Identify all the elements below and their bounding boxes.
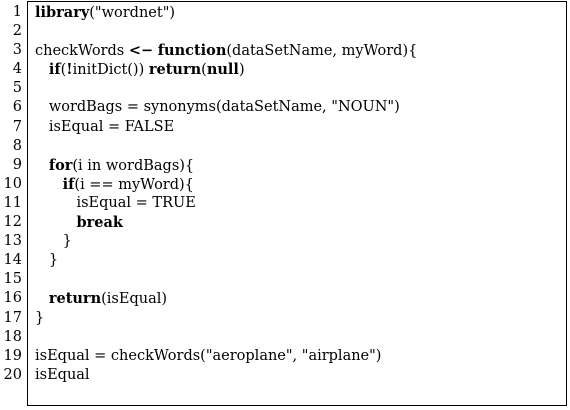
code-token: [35, 291, 49, 307]
code-line: [35, 328, 563, 347]
code-token: isEqual: [35, 366, 90, 383]
line-number: 14: [3, 252, 22, 269]
keyword-token: !: [66, 61, 73, 79]
code-token: [35, 215, 76, 231]
line-number: 7: [12, 118, 22, 135]
code-token: isEqual = TRUE: [35, 194, 196, 211]
code-line: [35, 79, 563, 98]
code-line: }: [35, 232, 563, 251]
code-token: (: [201, 62, 207, 79]
line-number: 11: [3, 194, 22, 211]
code-token: (i == myWord){: [74, 176, 194, 193]
code-line: isEqual = checkWords("aeroplane", "airpl…: [35, 347, 563, 366]
code-line: [35, 270, 563, 289]
line-number: 4: [12, 61, 22, 78]
keyword-token: null: [206, 61, 239, 79]
code-token: [35, 177, 63, 193]
keyword-token: library: [35, 4, 90, 21]
code-token: (i in wordBags){: [72, 157, 195, 174]
line-number: 13: [3, 233, 22, 250]
code-frame: [27, 1, 567, 406]
code-token: ("wordnet"): [89, 5, 176, 21]
code-body: library("wordnet") checkWords <− function…: [35, 3, 563, 385]
code-line: return(isEqual): [35, 289, 563, 308]
keyword-token: for: [48, 156, 73, 174]
code-line: checkWords <− function(dataSetName, myWo…: [35, 41, 563, 60]
code-line: wordBags = synonyms(dataSetName, "NOUN"): [35, 98, 563, 117]
code-token: [35, 62, 49, 78]
code-line: }: [35, 309, 563, 328]
line-number: 3: [12, 42, 22, 59]
line-number: 9: [12, 156, 22, 173]
code-line: }: [35, 251, 563, 270]
code-line: break: [35, 213, 563, 232]
code-line: if(!initDict()) return(null): [35, 60, 563, 79]
code-token: checkWords: [35, 43, 129, 60]
code-token: (isEqual): [101, 291, 168, 308]
code-token: isEqual = FALSE: [35, 118, 175, 135]
line-number: 17: [3, 309, 22, 326]
code-line: if(i == myWord){: [35, 175, 563, 194]
keyword-token: return: [148, 61, 202, 79]
line-number: 12: [3, 214, 22, 231]
line-number: 8: [12, 137, 22, 154]
code-token: [35, 158, 49, 174]
line-number: 1: [12, 4, 22, 20]
keyword-token: return: [48, 290, 102, 308]
code-token: isEqual = checkWords("aeroplane", "airpl…: [35, 347, 382, 364]
code-token: }: [35, 309, 45, 326]
keyword-token: if: [62, 175, 75, 193]
line-number: 19: [3, 347, 22, 364]
line-number: 5: [12, 80, 22, 97]
code-token: (dataSetName, myWord){: [226, 43, 418, 60]
code-line: for(i in wordBags){: [35, 156, 563, 175]
code-token: ): [238, 62, 245, 79]
line-number: 16: [3, 290, 22, 307]
line-number: 20: [3, 366, 22, 383]
keyword-token: if: [48, 61, 61, 79]
line-number: 15: [3, 271, 22, 288]
keyword-token: function: [157, 42, 227, 60]
code-line: library("wordnet"): [35, 3, 563, 22]
code-token: wordBags = synonyms(dataSetName, "NOUN"): [35, 99, 400, 116]
code-token: initDict()): [72, 62, 149, 79]
line-number: 18: [3, 328, 22, 345]
code-line: isEqual = TRUE: [35, 194, 563, 213]
code-token: }: [35, 252, 59, 269]
keyword-token: <−: [128, 42, 154, 60]
code-line: [35, 22, 563, 41]
code-line: [35, 137, 563, 156]
code-line: isEqual = FALSE: [35, 118, 563, 137]
line-number: 2: [12, 23, 22, 40]
line-number: 10: [3, 175, 22, 192]
code-line: isEqual: [35, 366, 563, 385]
code-token: (: [60, 62, 67, 79]
line-number: 6: [12, 99, 22, 116]
code-token: }: [35, 233, 72, 250]
keyword-token: break: [76, 214, 123, 232]
